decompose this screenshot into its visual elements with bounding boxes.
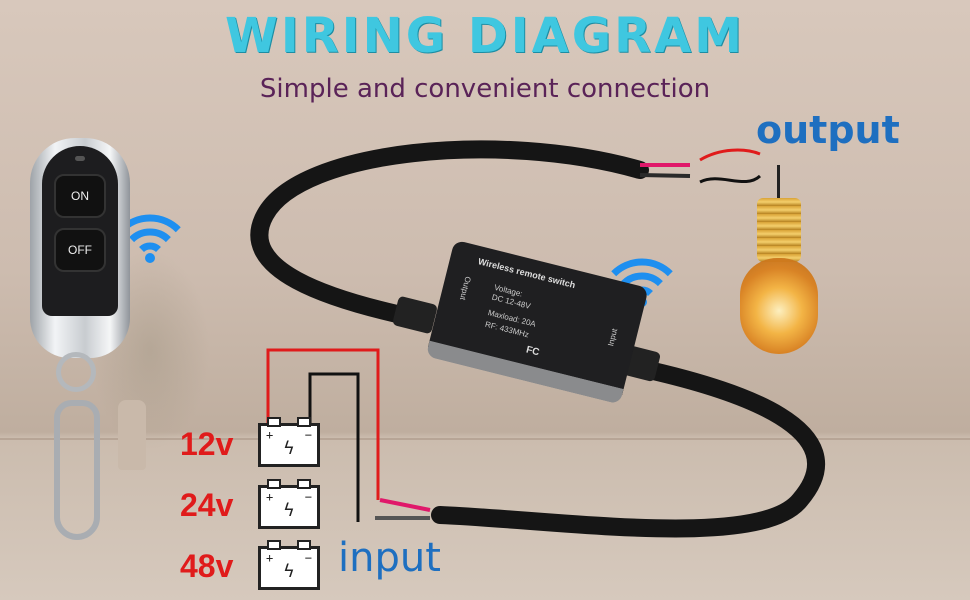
bolt-icon: ϟ	[283, 500, 295, 521]
output-label: output	[756, 108, 900, 152]
voltage-label: 24v	[180, 487, 234, 523]
battery-icon: +− ϟ	[258, 479, 320, 529]
input-cable	[431, 359, 825, 538]
battery-polarity: +−	[266, 428, 312, 442]
remote-led	[75, 156, 85, 161]
remote-off-button: OFF	[54, 228, 106, 272]
certification-mark: FC	[524, 344, 541, 359]
output-connection-black	[699, 174, 762, 184]
bulb-socket	[757, 198, 801, 262]
output-cable	[250, 140, 649, 327]
battery-polarity: +−	[266, 551, 312, 565]
left-cable-gland	[393, 296, 437, 334]
battery-terminal	[267, 417, 281, 427]
remote-on-button: ON	[54, 174, 106, 218]
output-wire-black	[639, 173, 691, 178]
switch-output-side-label: Output	[458, 275, 473, 301]
battery-terminal	[297, 417, 311, 427]
battery-icon: +− ϟ	[258, 540, 320, 590]
lightbulb-icon	[740, 258, 818, 354]
output-connection-red	[699, 148, 761, 162]
floor-line	[0, 438, 970, 440]
keyring	[56, 352, 96, 392]
input-label: input	[338, 535, 441, 581]
bolt-icon: ϟ	[283, 438, 295, 459]
remote-face: ON OFF	[42, 146, 118, 316]
remote-control: ON OFF	[30, 138, 130, 358]
battery-terminal	[297, 479, 311, 489]
bulb-cord	[777, 165, 780, 201]
battery-terminal	[267, 540, 281, 550]
page-subtitle: Simple and convenient connection	[259, 74, 711, 104]
vase-decoration	[118, 400, 146, 470]
battery-terminal	[267, 479, 281, 489]
battery-terminal	[297, 540, 311, 550]
input-wire-red	[379, 498, 431, 512]
battery-icon: +− ϟ	[258, 417, 320, 467]
battery-negative-wire	[308, 372, 360, 522]
voltage-label: 12v	[180, 426, 234, 462]
page-title: WIRING DIAGRAM	[224, 8, 746, 64]
bolt-icon: ϟ	[283, 561, 295, 582]
voltage-label: 48v	[180, 548, 234, 584]
switch-input-side-label: Input	[606, 327, 620, 348]
battery-positive-wire	[266, 348, 380, 500]
keychain-clasp	[54, 400, 100, 540]
battery-polarity: +−	[266, 490, 312, 504]
